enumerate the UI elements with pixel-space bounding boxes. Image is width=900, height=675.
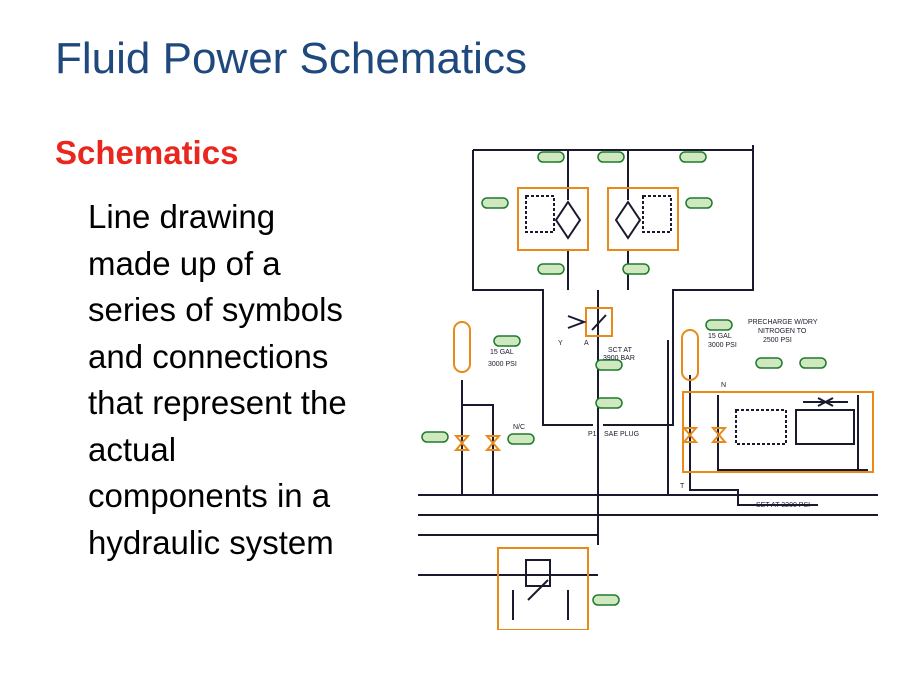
hydraulic-schematic-image: SCT AT 3900 BAR 15 GAL 3000 PSI PRECHARG…	[418, 145, 878, 630]
label-gal-left: 15 GAL	[490, 349, 514, 356]
bottom-manifold	[497, 547, 589, 630]
label-p1: P1	[588, 431, 597, 438]
body-line: components in a	[88, 477, 331, 514]
relief-valve	[567, 307, 613, 337]
label-psi-right: 3000 PSI	[708, 342, 737, 349]
filter-assembly-right	[607, 187, 679, 251]
label-precharge-1: PRECHARGE W/DRY	[748, 319, 818, 326]
label-t: T	[680, 483, 685, 490]
label-a: A	[584, 340, 589, 347]
slide-title: Fluid Power Schematics	[55, 34, 527, 83]
label-y: Y	[558, 340, 563, 347]
label-gal-right: 15 GAL	[708, 333, 732, 340]
label-nc: N/C	[513, 424, 525, 431]
body-line: Line drawing	[88, 198, 276, 235]
directional-valve	[682, 391, 874, 473]
label-sae-plug: SAE PLUG	[604, 431, 639, 438]
schematic-labels: SCT AT 3900 BAR 15 GAL 3000 PSI PRECHARG…	[488, 319, 818, 509]
hydraulic-lines	[418, 145, 878, 576]
accumulator-right	[681, 329, 699, 381]
shutoff-valves	[453, 427, 728, 451]
body-text: Line drawing made up of a series of symb…	[88, 194, 418, 566]
body-line: that represent the	[88, 384, 347, 421]
subheading: Schematics	[55, 134, 239, 171]
label-sct-left-2: 3900 BAR	[603, 355, 635, 362]
body-line: hydraulic system	[88, 523, 334, 561]
filter-assembly-left	[517, 187, 589, 251]
body-line: and connections	[88, 337, 329, 375]
body-line: series of symbols	[88, 291, 343, 328]
label-precharge-3: 2500 PSI	[763, 337, 792, 344]
component-tags	[421, 151, 827, 606]
body-line: made up of a	[88, 244, 281, 282]
label-psi-left: 3000 PSI	[488, 361, 517, 368]
label-set-bottom: SET AT 3200 PSI	[756, 502, 810, 509]
label-n: N	[721, 382, 726, 389]
label-precharge-2: NITROGEN TO	[758, 328, 807, 335]
body-line: actual	[88, 430, 177, 468]
accumulator-left	[453, 321, 471, 373]
label-sct-left-1: SCT AT	[608, 347, 633, 354]
